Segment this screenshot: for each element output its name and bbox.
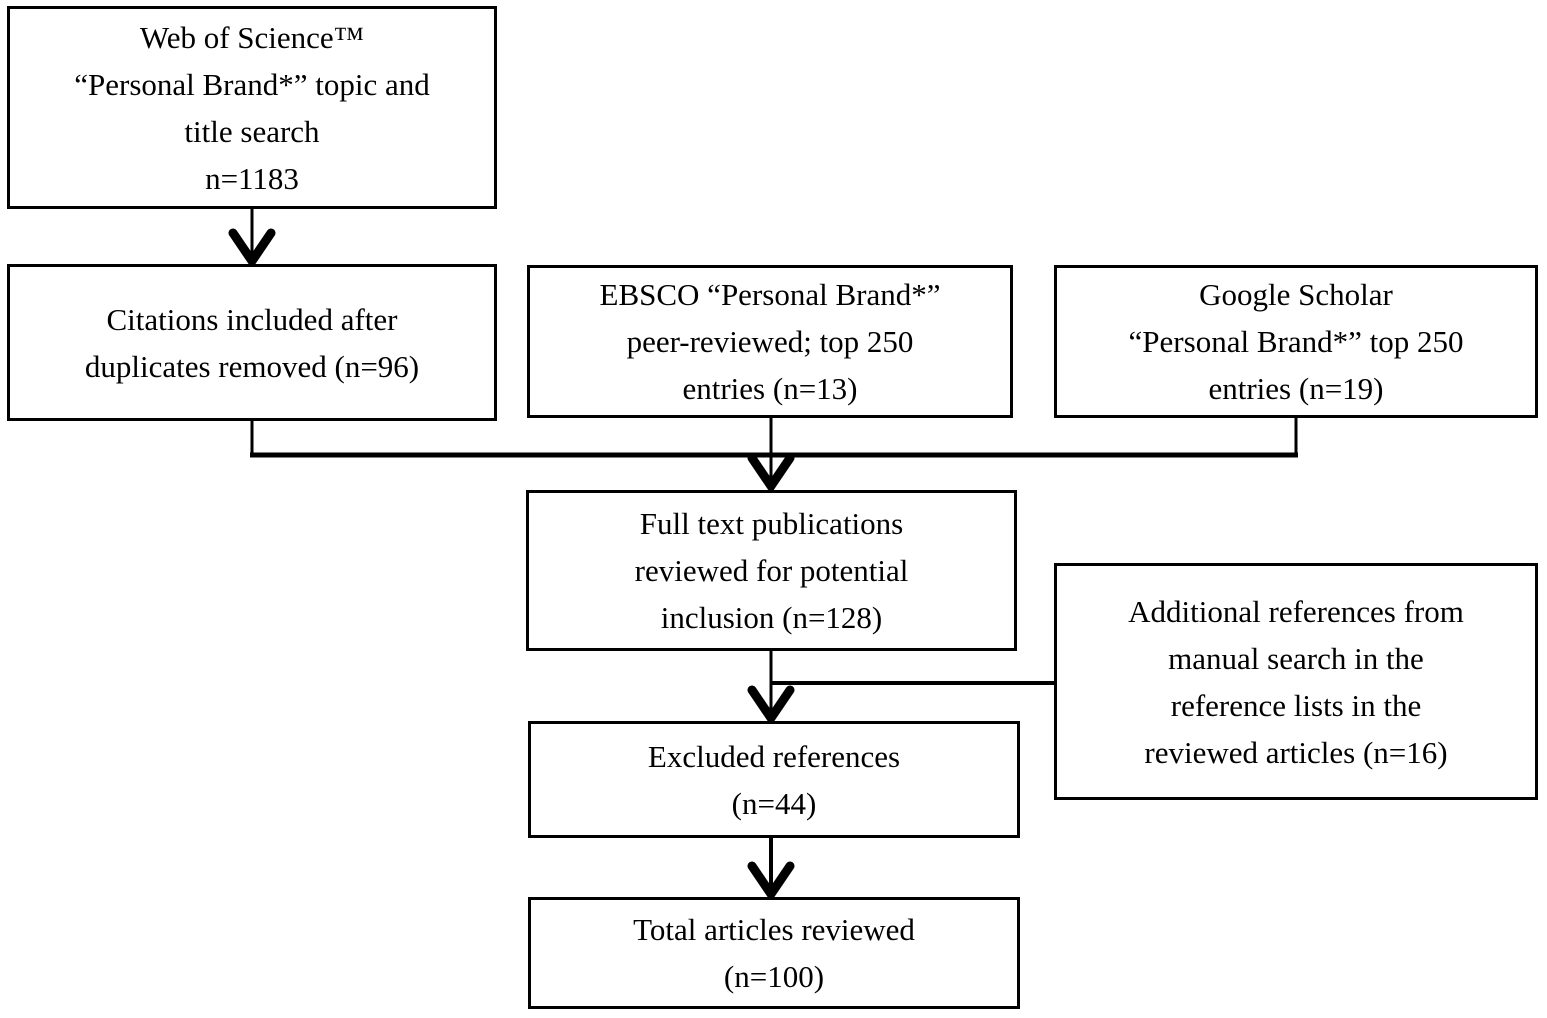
- box-web-of-science-search-text: Web of Science™ “Personal Brand*” topic …: [74, 19, 430, 196]
- box-citations-after-duplicates-text: Citations included after duplicates remo…: [84, 301, 420, 384]
- box-additional-references: Additional references from manual search…: [1054, 563, 1538, 800]
- box-web-of-science-search: Web of Science™ “Personal Brand*” topic …: [7, 6, 497, 209]
- box-total-articles-reviewed: Total articles reviewed (n=100): [528, 897, 1020, 1009]
- box-full-text-reviewed: Full text publications reviewed for pote…: [526, 490, 1017, 651]
- box-citations-after-duplicates: Citations included after duplicates remo…: [7, 264, 497, 421]
- box-full-text-reviewed-text: Full text publications reviewed for pote…: [634, 506, 909, 635]
- box-ebsco-search: EBSCO “Personal Brand*” peer-reviewed; t…: [527, 265, 1013, 418]
- arrow-excluded-to-total: [747, 838, 795, 903]
- box-excluded-references-text: Excluded references (n=44): [647, 738, 901, 821]
- arrow-webofscience-to-citations: [228, 209, 276, 270]
- box-google-scholar-search: Google Scholar “Personal Brand*” top 250…: [1054, 265, 1538, 418]
- box-additional-references-text: Additional references from manual search…: [1128, 593, 1464, 770]
- box-ebsco-search-text: EBSCO “Personal Brand*” peer-reviewed; t…: [599, 277, 941, 406]
- box-total-articles-reviewed-text: Total articles reviewed (n=100): [633, 912, 915, 994]
- arrow-fulltext-to-excluded: [747, 651, 795, 727]
- box-excluded-references: Excluded references (n=44): [528, 721, 1020, 838]
- arrow-merge-to-fulltext: [747, 417, 795, 495]
- box-google-scholar-search-text: Google Scholar “Personal Brand*” top 250…: [1128, 277, 1464, 406]
